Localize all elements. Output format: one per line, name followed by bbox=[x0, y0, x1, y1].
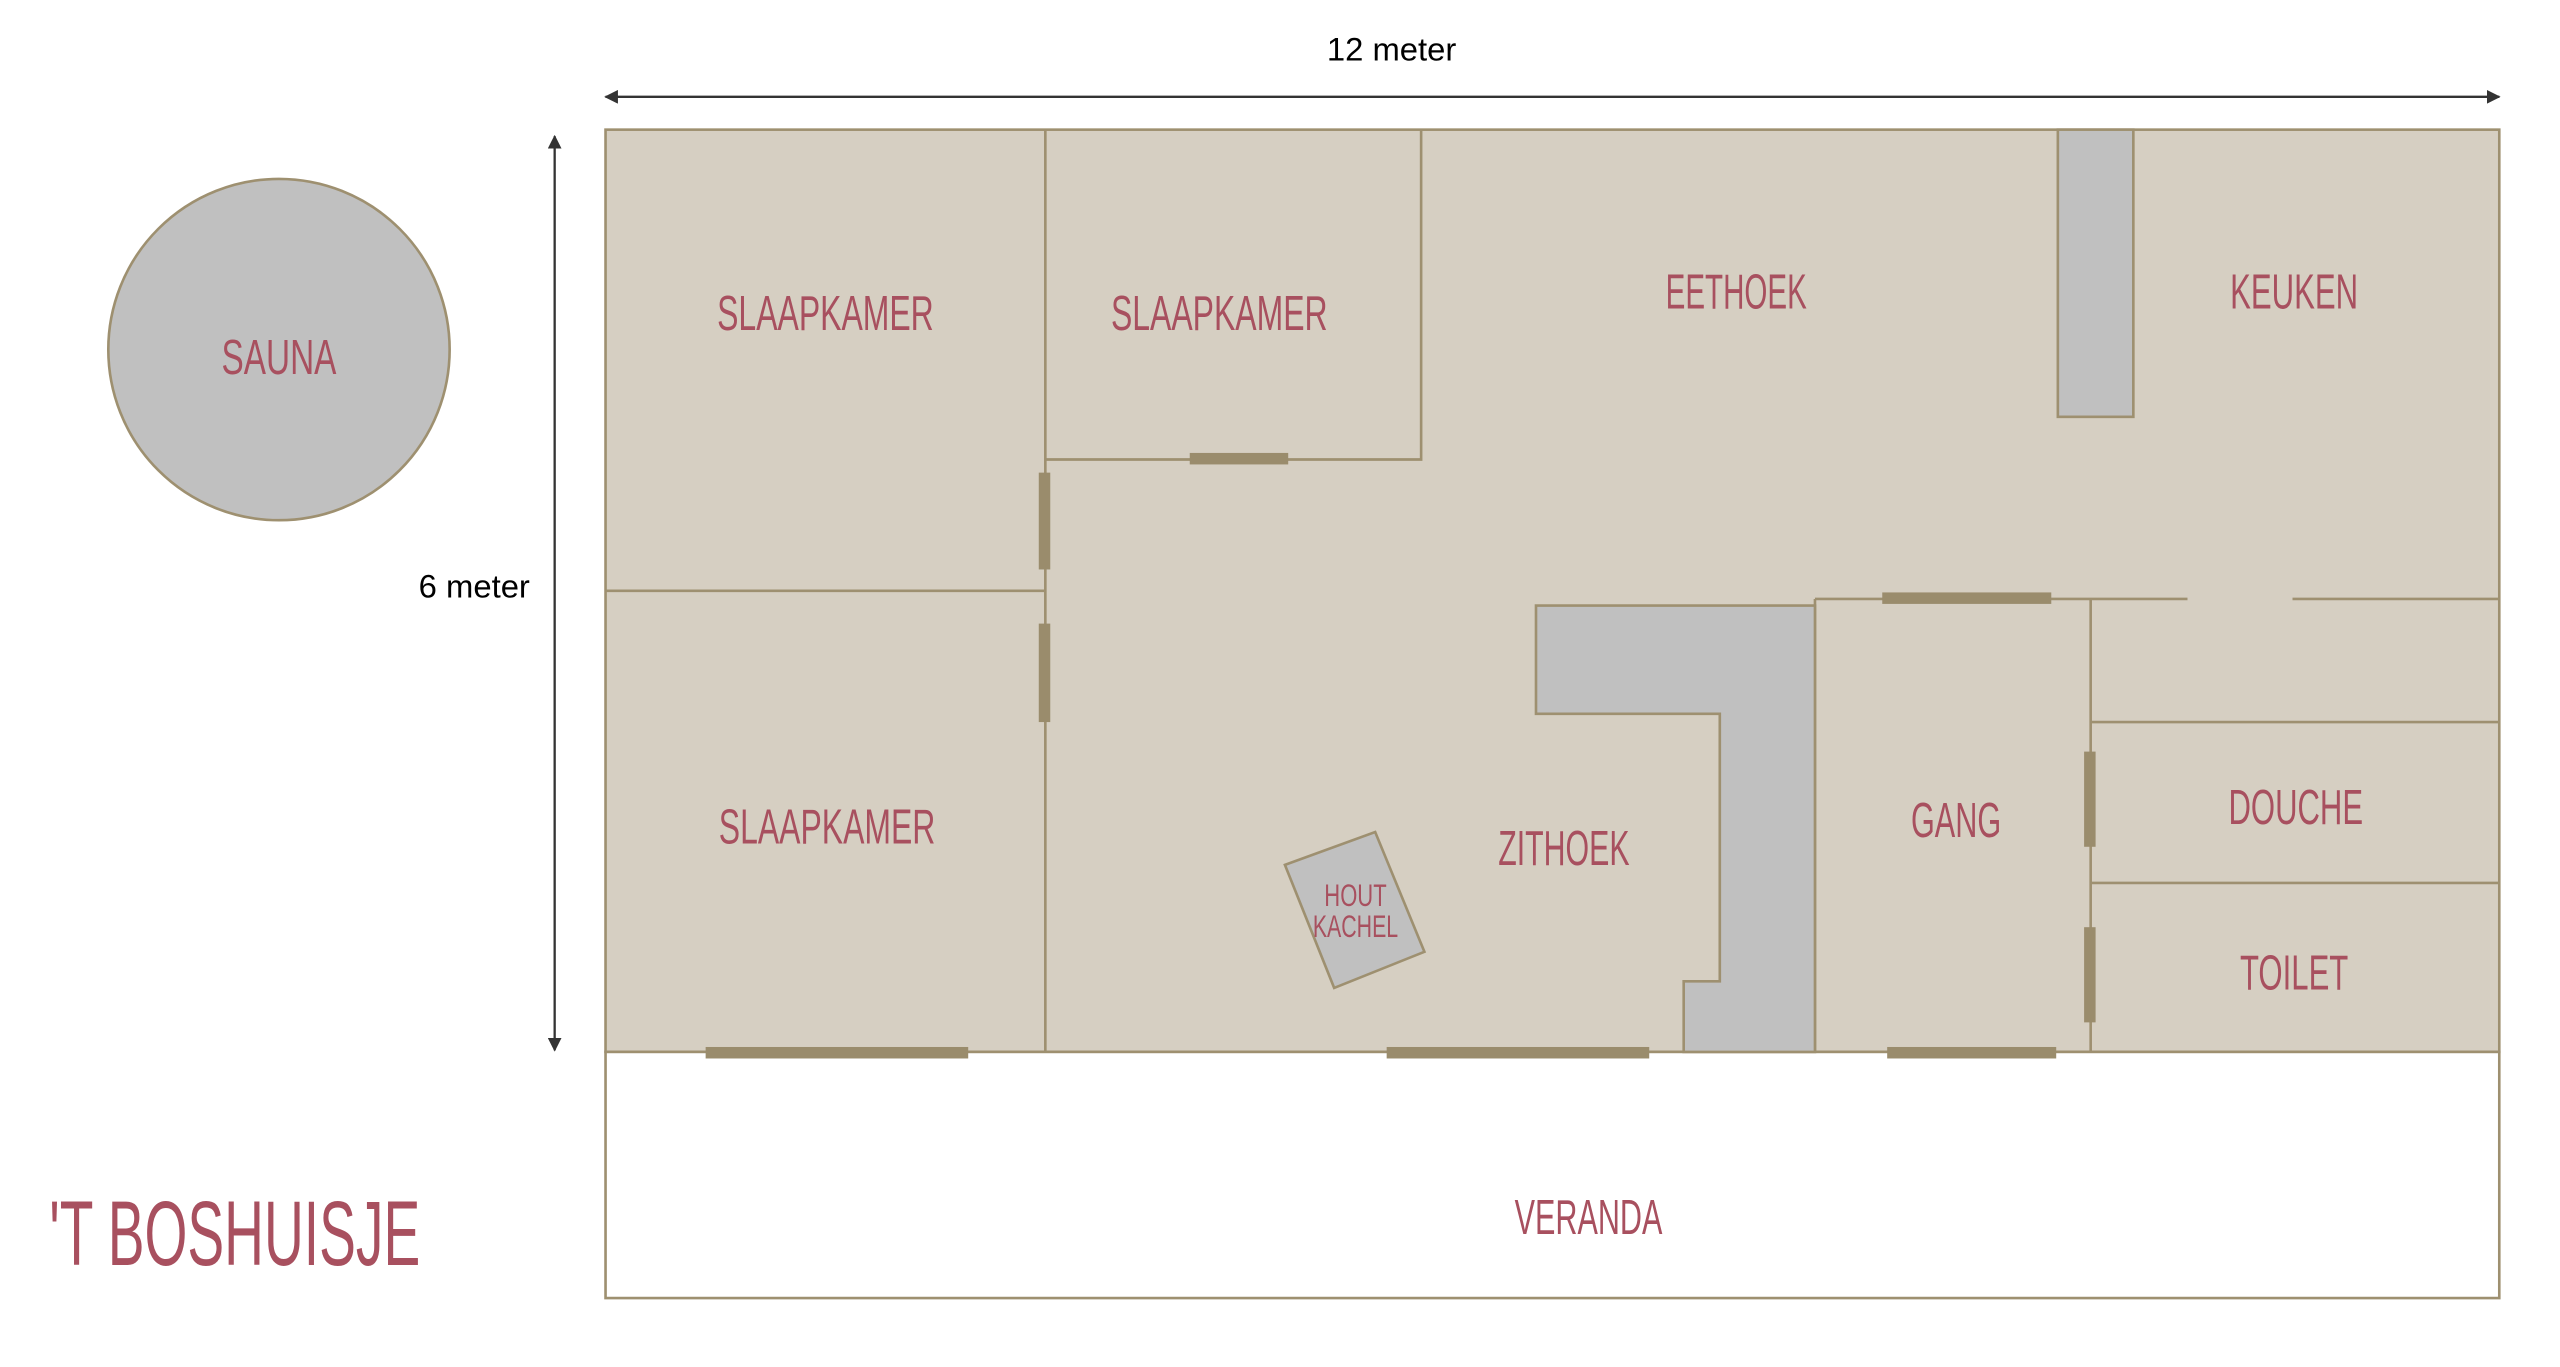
stove-label-line2: KACHEL bbox=[1313, 909, 1398, 944]
door bbox=[1882, 592, 2052, 604]
toilet-label: TOILET bbox=[2240, 946, 2348, 1001]
door bbox=[1887, 1046, 2057, 1059]
door bbox=[1189, 452, 1289, 465]
door bbox=[1038, 623, 1051, 723]
hallway-label: GANG bbox=[1911, 793, 2001, 848]
stove-label-line1: HOUT bbox=[1324, 878, 1386, 913]
shower-label: DOUCHE bbox=[2229, 780, 2364, 835]
door bbox=[2084, 927, 2096, 1023]
sauna-label: SAUNA bbox=[222, 330, 337, 385]
title-logo: 'T BOSHUISJE bbox=[49, 1183, 420, 1286]
kitchen-counter bbox=[2056, 128, 2135, 419]
veranda-label: VERANDA bbox=[1515, 1190, 1663, 1245]
bedroom-3-label: SLAAPKAMER bbox=[719, 800, 936, 855]
bedroom-1-label: SLAAPKAMER bbox=[717, 286, 934, 341]
width-label: 12 meter bbox=[1327, 31, 1457, 68]
title-group: 'T BOSHUISJE bbox=[49, 1183, 420, 1286]
door bbox=[705, 1046, 969, 1059]
living-label: ZITHOEK bbox=[1498, 821, 1629, 876]
bedroom-2-label: SLAAPKAMER bbox=[1111, 286, 1328, 341]
wall bbox=[1045, 129, 1423, 461]
kitchen-label: KEUKEN bbox=[2230, 265, 2358, 320]
door bbox=[1038, 472, 1051, 570]
height-label: 6 meter bbox=[419, 567, 530, 604]
sauna-circle bbox=[106, 177, 451, 522]
door bbox=[2084, 751, 2096, 847]
veranda-area bbox=[604, 1050, 2501, 1300]
dining-label: EETHOEK bbox=[1666, 265, 1807, 320]
l-shaped-fixture bbox=[1534, 604, 1817, 1054]
wood-stove bbox=[1283, 830, 1427, 990]
door bbox=[1386, 1046, 1650, 1059]
